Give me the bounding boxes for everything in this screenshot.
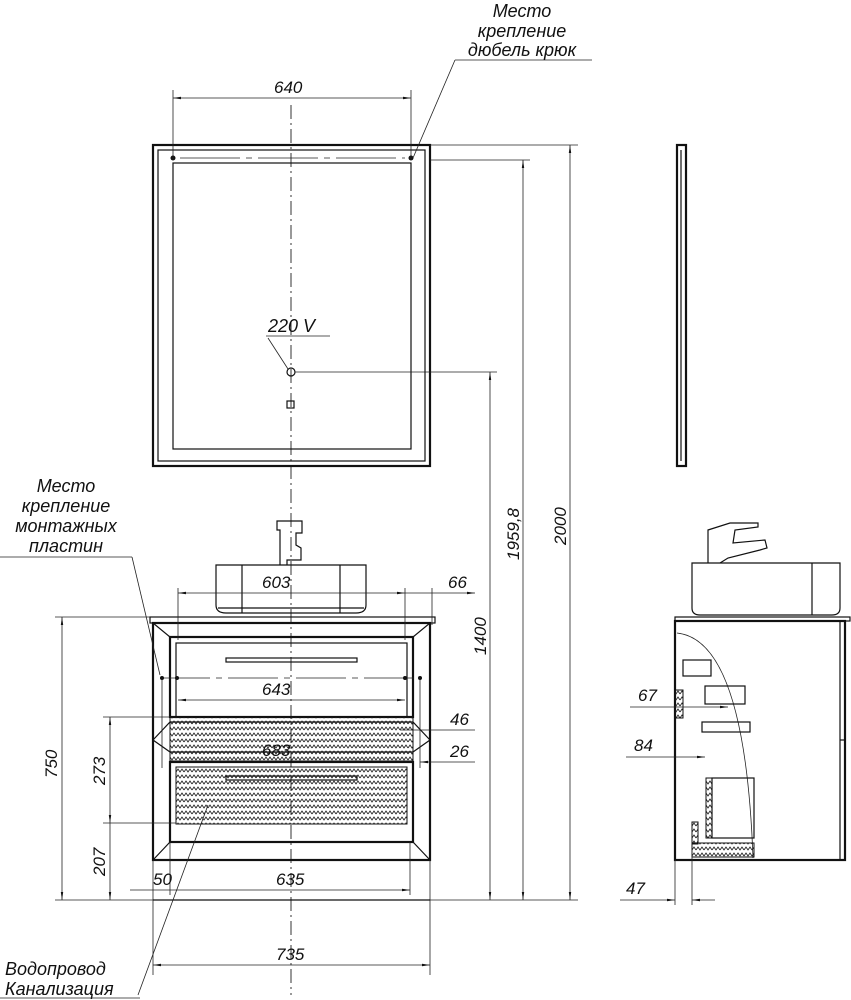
drawing-label: 66: [448, 573, 467, 592]
mirror-side: [675, 143, 688, 468]
drawing-label: Место: [37, 476, 96, 496]
drawing-label: 67: [638, 686, 657, 705]
drawing-label: 735: [276, 945, 305, 964]
drawing-label: Водопровод: [5, 959, 106, 979]
switch-icon: [286, 400, 295, 409]
dim-heights: 2000 1959,8 1400: [295, 144, 578, 901]
basin: [215, 564, 367, 614]
plate-mount-callout: Место крепление монтажных пластин: [0, 476, 161, 676]
drawing-label: 643: [262, 680, 291, 699]
drawing-label: 750: [42, 749, 61, 778]
drawing-label: 683: [262, 741, 291, 760]
drawing-label: Место: [493, 1, 552, 21]
mirror-mount-callout: Место крепление дюбель крюк: [412, 1, 592, 159]
cabinet-side: [673, 522, 851, 862]
drawing-label: 26: [449, 742, 469, 761]
dim-cabinet: 603 66 643 46 683 26 750 273 207 50 635 …: [42, 573, 475, 975]
cabinet-front: [149, 520, 436, 862]
drawing-label: 1400: [471, 617, 490, 655]
dim-label: 640: [274, 78, 303, 97]
drawing-label: монтажных: [15, 516, 118, 536]
mirror-front: [151, 143, 432, 468]
drawing-label: 84: [634, 736, 653, 755]
faucet-icon: [276, 520, 303, 565]
drawing-label: крепление: [478, 21, 567, 41]
drawing-label: 207: [90, 847, 109, 877]
drawing-label: 273: [90, 756, 109, 786]
drawing-label: 1959,8: [504, 507, 523, 560]
utilities-callout: Водопровод Канализация: [0, 804, 209, 999]
drawing-label: 47: [626, 879, 645, 898]
faucet-side-icon: [707, 522, 768, 564]
drawing-label: 46: [450, 710, 469, 729]
drawing-label: пластин: [29, 536, 103, 556]
drawing-label: дюбель крюк: [468, 40, 578, 60]
drawing-label: крепление: [22, 496, 111, 516]
dim-mirror-width: 640: [172, 78, 412, 160]
voltage-callout: 220 V: [266, 316, 330, 370]
drawing-label: 50: [153, 870, 172, 889]
drawing-label: 603: [262, 573, 291, 592]
drawing-label: 635: [276, 870, 305, 889]
dim-side: 67 84 47: [620, 686, 728, 905]
drawing-label: Канализация: [5, 979, 114, 999]
drawing-label: 2000: [551, 507, 570, 546]
drawing-label: 220 V: [267, 316, 317, 336]
